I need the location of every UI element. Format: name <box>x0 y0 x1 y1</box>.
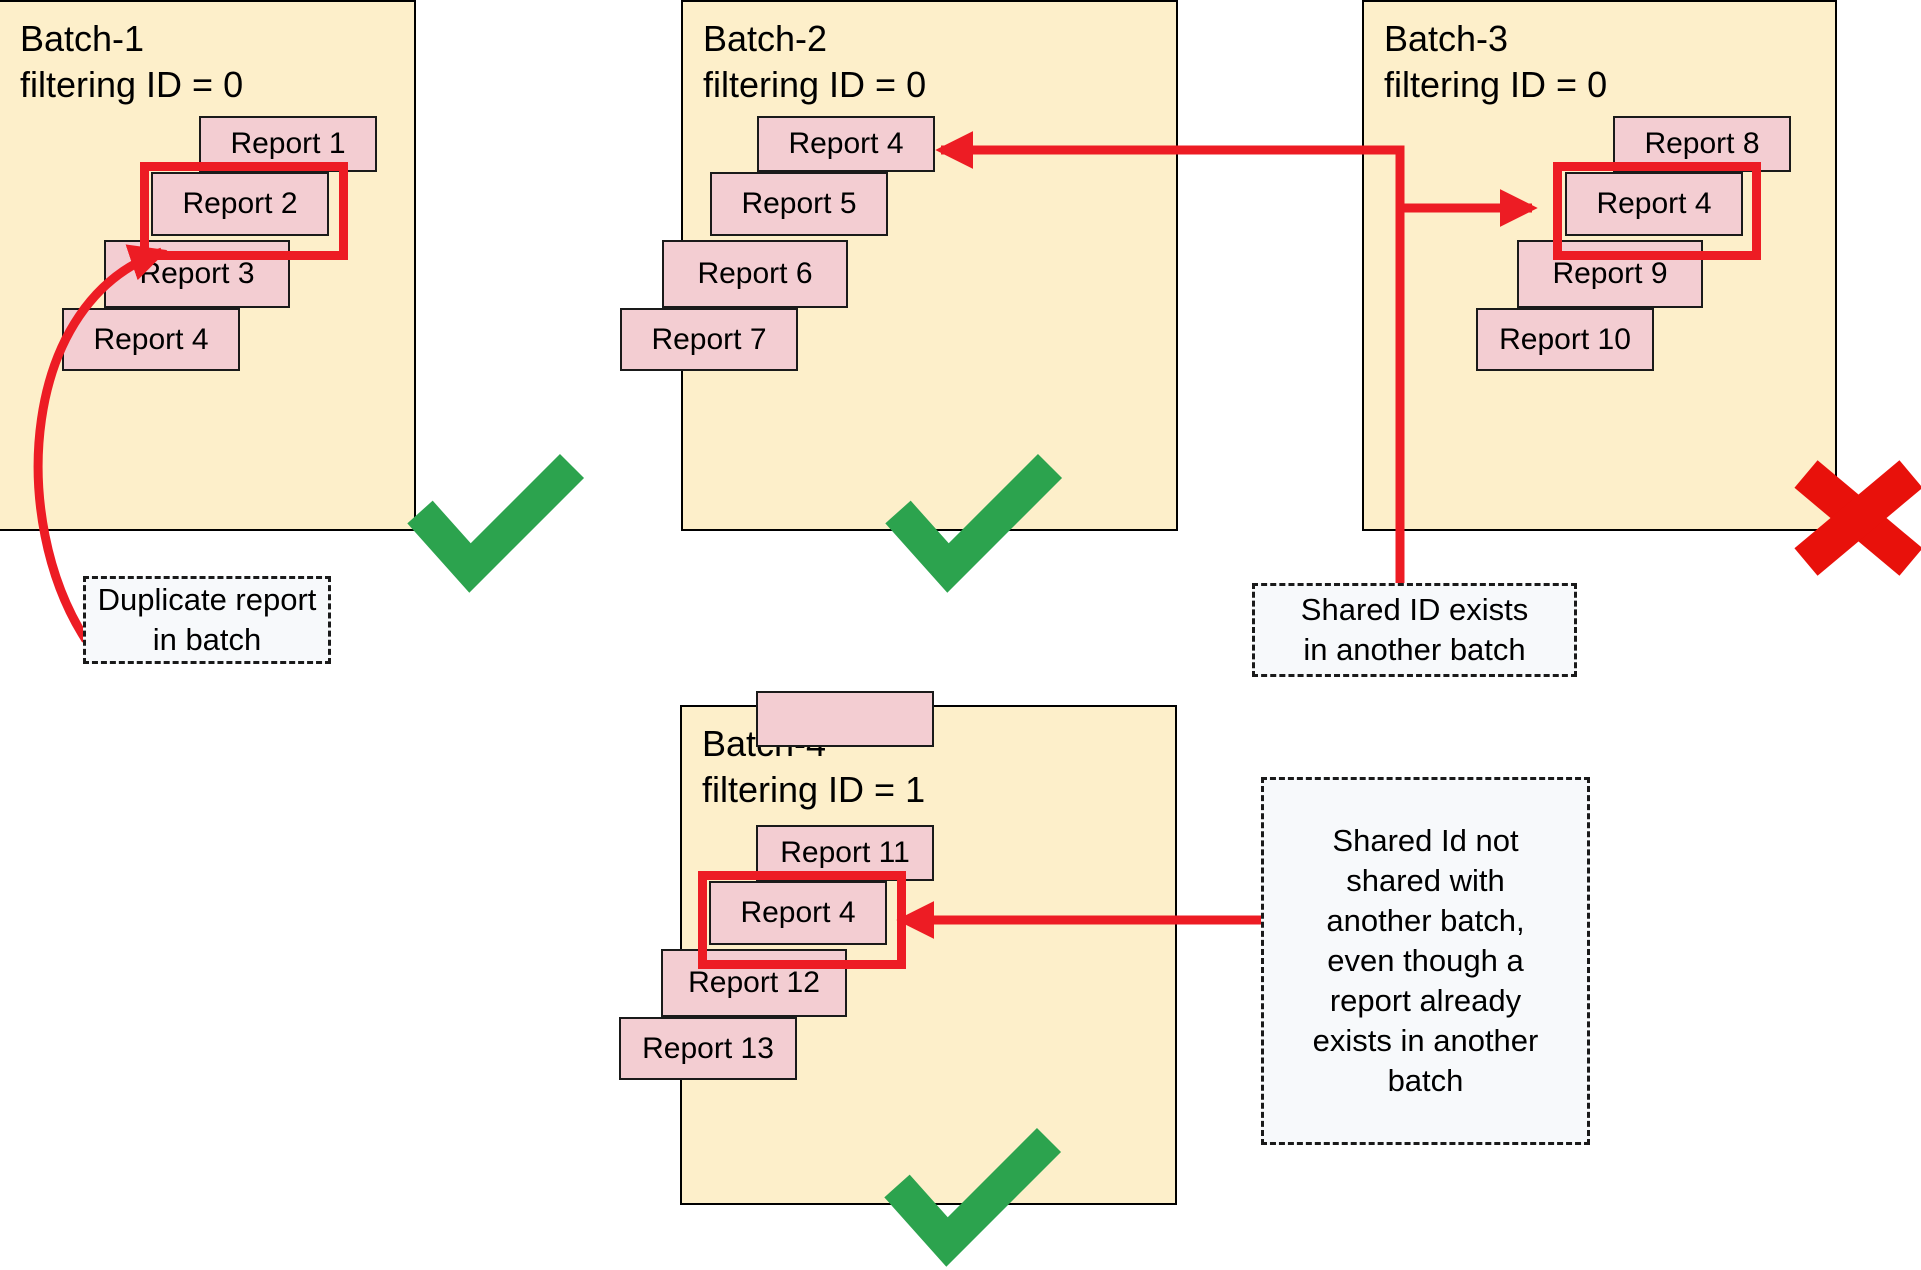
report-card-spacer <box>756 691 934 747</box>
report-card[interactable]: Report 10 <box>1476 308 1654 371</box>
shared-id-not-shared-highlight-frame <box>698 871 906 969</box>
report-card[interactable]: Report 7 <box>620 308 798 371</box>
report-card[interactable]: Report 4 <box>757 116 935 172</box>
report-card[interactable]: Report 4 <box>709 881 887 945</box>
batch-2-title: Batch-2 filtering ID = 0 <box>703 18 927 105</box>
report-card[interactable]: Report 6 <box>662 240 848 308</box>
report-card[interactable]: Report 4 <box>1565 172 1743 236</box>
report-card[interactable]: Report 2 <box>151 172 329 236</box>
shared-id-highlight-frame <box>1553 162 1761 260</box>
note-shared-id-exists[interactable]: Shared ID exists in another batch <box>1252 583 1577 677</box>
check-mark-icon <box>407 453 585 593</box>
note-duplicate-report[interactable]: Duplicate report in batch <box>83 576 331 664</box>
batch-3-title: Batch-3 filtering ID = 0 <box>1384 18 1608 105</box>
batch-1-title: Batch-1 filtering ID = 0 <box>20 18 244 105</box>
duplicate-report-highlight-frame <box>140 162 348 260</box>
report-card[interactable]: Report 4 <box>62 308 240 371</box>
report-card[interactable]: Report 13 <box>619 1017 797 1080</box>
report-card[interactable]: Report 5 <box>710 172 888 236</box>
note-shared-id-not-shared[interactable]: Shared Id not shared with another batch,… <box>1261 777 1590 1145</box>
